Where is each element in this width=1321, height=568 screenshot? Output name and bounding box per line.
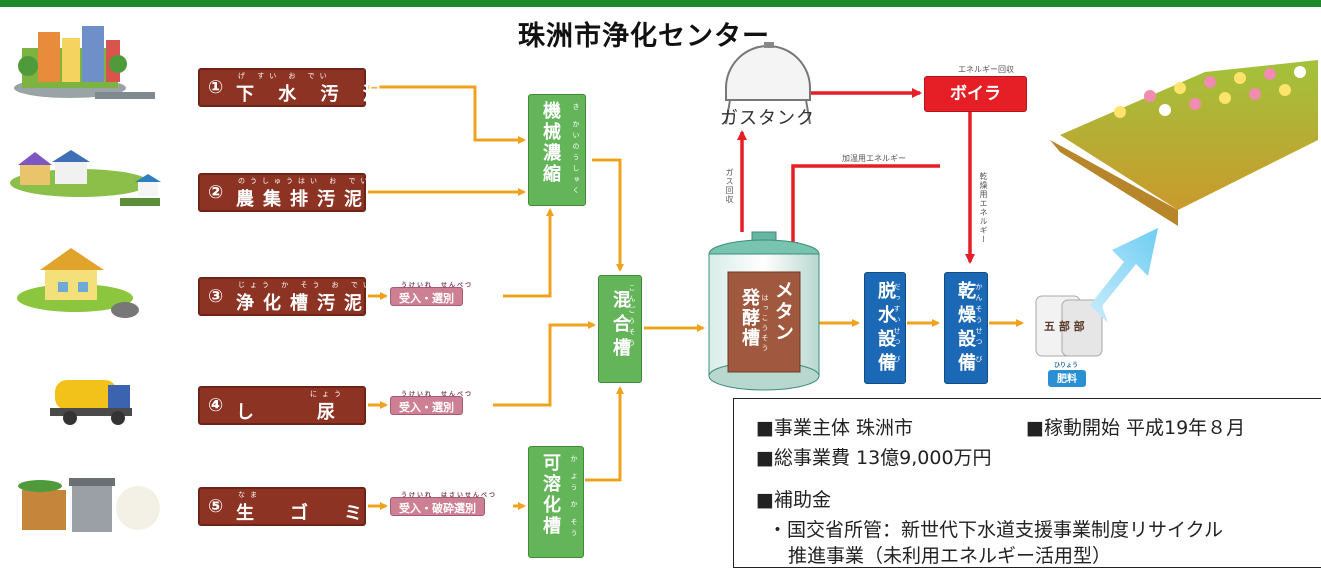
- source-septic-sludge: じょう か そう お でい ③ 浄化槽汚泥: [198, 277, 370, 316]
- fertilizer-ruby: ひりょう: [1054, 362, 1079, 369]
- solubilization-tank-box: 可溶化槽 か よう か そう: [528, 446, 584, 558]
- pretreat-accept-sort: うけいれ せんべつ 受入・選別: [390, 282, 471, 306]
- flower-hill-illustration: [1050, 60, 1318, 226]
- drying-energy-label: 乾燥用エネルギー: [979, 172, 988, 244]
- mechanical-thickening-box: 機械濃縮 き かいのうしゅく: [528, 94, 586, 206]
- dewatering-ruby: だっすいせつ び: [893, 283, 901, 367]
- rural-village-illustration: [10, 150, 161, 206]
- solubilization-tank-ruby: か よう か そう: [570, 455, 578, 540]
- source-ruby: じょう か そう お でい: [238, 281, 375, 289]
- pretreat-label: 受入・選別: [399, 292, 454, 305]
- source-food-waste: なま ⑤ 生 ゴ ミ: [198, 487, 366, 526]
- garbage-bins-illustration: [18, 478, 160, 532]
- vacuum-truck-illustration: [50, 380, 132, 425]
- source-number: ③: [208, 286, 224, 307]
- fertilizer-label: ひりょう 肥料: [1048, 362, 1086, 387]
- source-sewage-sludge: げ すい お でい ① 下 水 汚 泥: [198, 68, 381, 107]
- gas-tank-label: ガスタンク: [720, 108, 815, 129]
- methane-tank-illustration: [708, 231, 820, 391]
- source-number: ④: [208, 395, 224, 416]
- gas-recovery-label: ガス回収: [725, 168, 734, 204]
- info-total-cost: ■総事業費 13億9,000万円: [756, 447, 992, 469]
- info-operator: ■事業主体 珠洲市: [756, 417, 913, 439]
- source-number: ⑤: [208, 496, 224, 517]
- source-ruby: のうしゅうはい お でい: [238, 177, 373, 185]
- dewatering-label: 脱水設備: [875, 281, 896, 377]
- top-bar: [0, 0, 1321, 7]
- info-subsidy-line1: ・国交省所管：新世代下水道支援事業制度リサイクル: [768, 519, 1224, 541]
- big-up-arrow: [1090, 228, 1158, 323]
- fertilizer-text: 肥料: [1057, 374, 1077, 385]
- mixing-tank-ruby: こんごうそう: [628, 284, 636, 350]
- bag-label: 五 部 部: [1044, 320, 1085, 333]
- dewatering-box: 脱水設備 だっすいせつ び: [864, 272, 906, 384]
- house-septic-illustration: [17, 248, 139, 318]
- methane-ruby: はっこうそう: [761, 294, 769, 354]
- methane-tank-label: メタン 発酵槽 はっこうそう: [734, 278, 796, 370]
- mixing-tank-box: 混合槽 こんごうそう: [598, 275, 642, 383]
- info-subsidy-heading: ■補助金: [756, 489, 831, 511]
- pretreat-label: 受入・選別: [399, 401, 454, 414]
- source-ruby: げ すい お でい: [238, 72, 332, 80]
- drying-label: 乾燥設備: [955, 281, 976, 377]
- source-rural-sludge: のうしゅうはい お でい ② 農集排汚泥: [198, 173, 367, 212]
- watermark: [548, 35, 551, 45]
- pretreat-label: 受入・破砕選別: [399, 502, 476, 515]
- mechanical-thickening-ruby: き かいのうしゅく: [572, 103, 580, 198]
- source-number: ②: [208, 182, 224, 203]
- methane-label-2: 発酵槽: [739, 288, 760, 348]
- methane-label-1: メタン: [772, 280, 794, 343]
- source-label: 浄化槽汚泥: [236, 293, 371, 314]
- solubilization-tank-label: 可溶化槽: [540, 453, 561, 537]
- mixing-tank-label: 混合槽: [610, 290, 631, 362]
- source-night-soil: にょう ④ し 尿: [198, 386, 366, 425]
- fertilizer-bags-illustration: [1035, 295, 1103, 357]
- sewage-city-illustration: [14, 26, 155, 99]
- source-label: 下 水 汚 泥: [236, 84, 390, 105]
- source-label: 農集排汚泥: [236, 189, 371, 210]
- heating-energy-label: 加温用エネルギー: [842, 154, 906, 163]
- energy-recovery-label: エネルギー回収: [958, 65, 1014, 74]
- pretreat-ruby: うけいれ せんべつ: [401, 282, 474, 289]
- drying-box: 乾燥設備 かんそうせつ び: [944, 272, 988, 384]
- project-info-panel: ■事業主体 珠洲市 ■稼動開始 平成19年８月 ■総事業費 13億9,000万円…: [733, 398, 1321, 568]
- source-number: ①: [208, 77, 224, 98]
- info-start: ■稼動開始 平成19年８月: [1026, 417, 1246, 439]
- page-title: 珠洲市浄化センター: [518, 21, 770, 52]
- info-subsidy-line2: 推進事業（未利用エネルギー活用型）: [788, 545, 1112, 567]
- source-ruby: なま: [238, 491, 262, 499]
- pretreat-ruby: うけいれ はさいせんべつ: [401, 492, 498, 499]
- gas-tank-illustration: [725, 42, 811, 125]
- source-label: し 尿: [236, 402, 344, 423]
- source-label: 生 ゴ ミ: [236, 503, 371, 524]
- source-ruby: にょう: [310, 390, 346, 398]
- boiler-box: ボイラ: [924, 76, 1027, 112]
- pretreat-accept-sort: うけいれ せんべつ 受入・選別: [390, 391, 471, 415]
- drying-ruby: かんそうせつ び: [975, 283, 983, 367]
- pretreat-crush-sort: うけいれ はさいせんべつ 受入・破砕選別: [390, 492, 495, 516]
- pretreat-ruby: うけいれ せんべつ: [401, 391, 474, 398]
- mechanical-thickening-label: 機械濃縮: [540, 101, 561, 185]
